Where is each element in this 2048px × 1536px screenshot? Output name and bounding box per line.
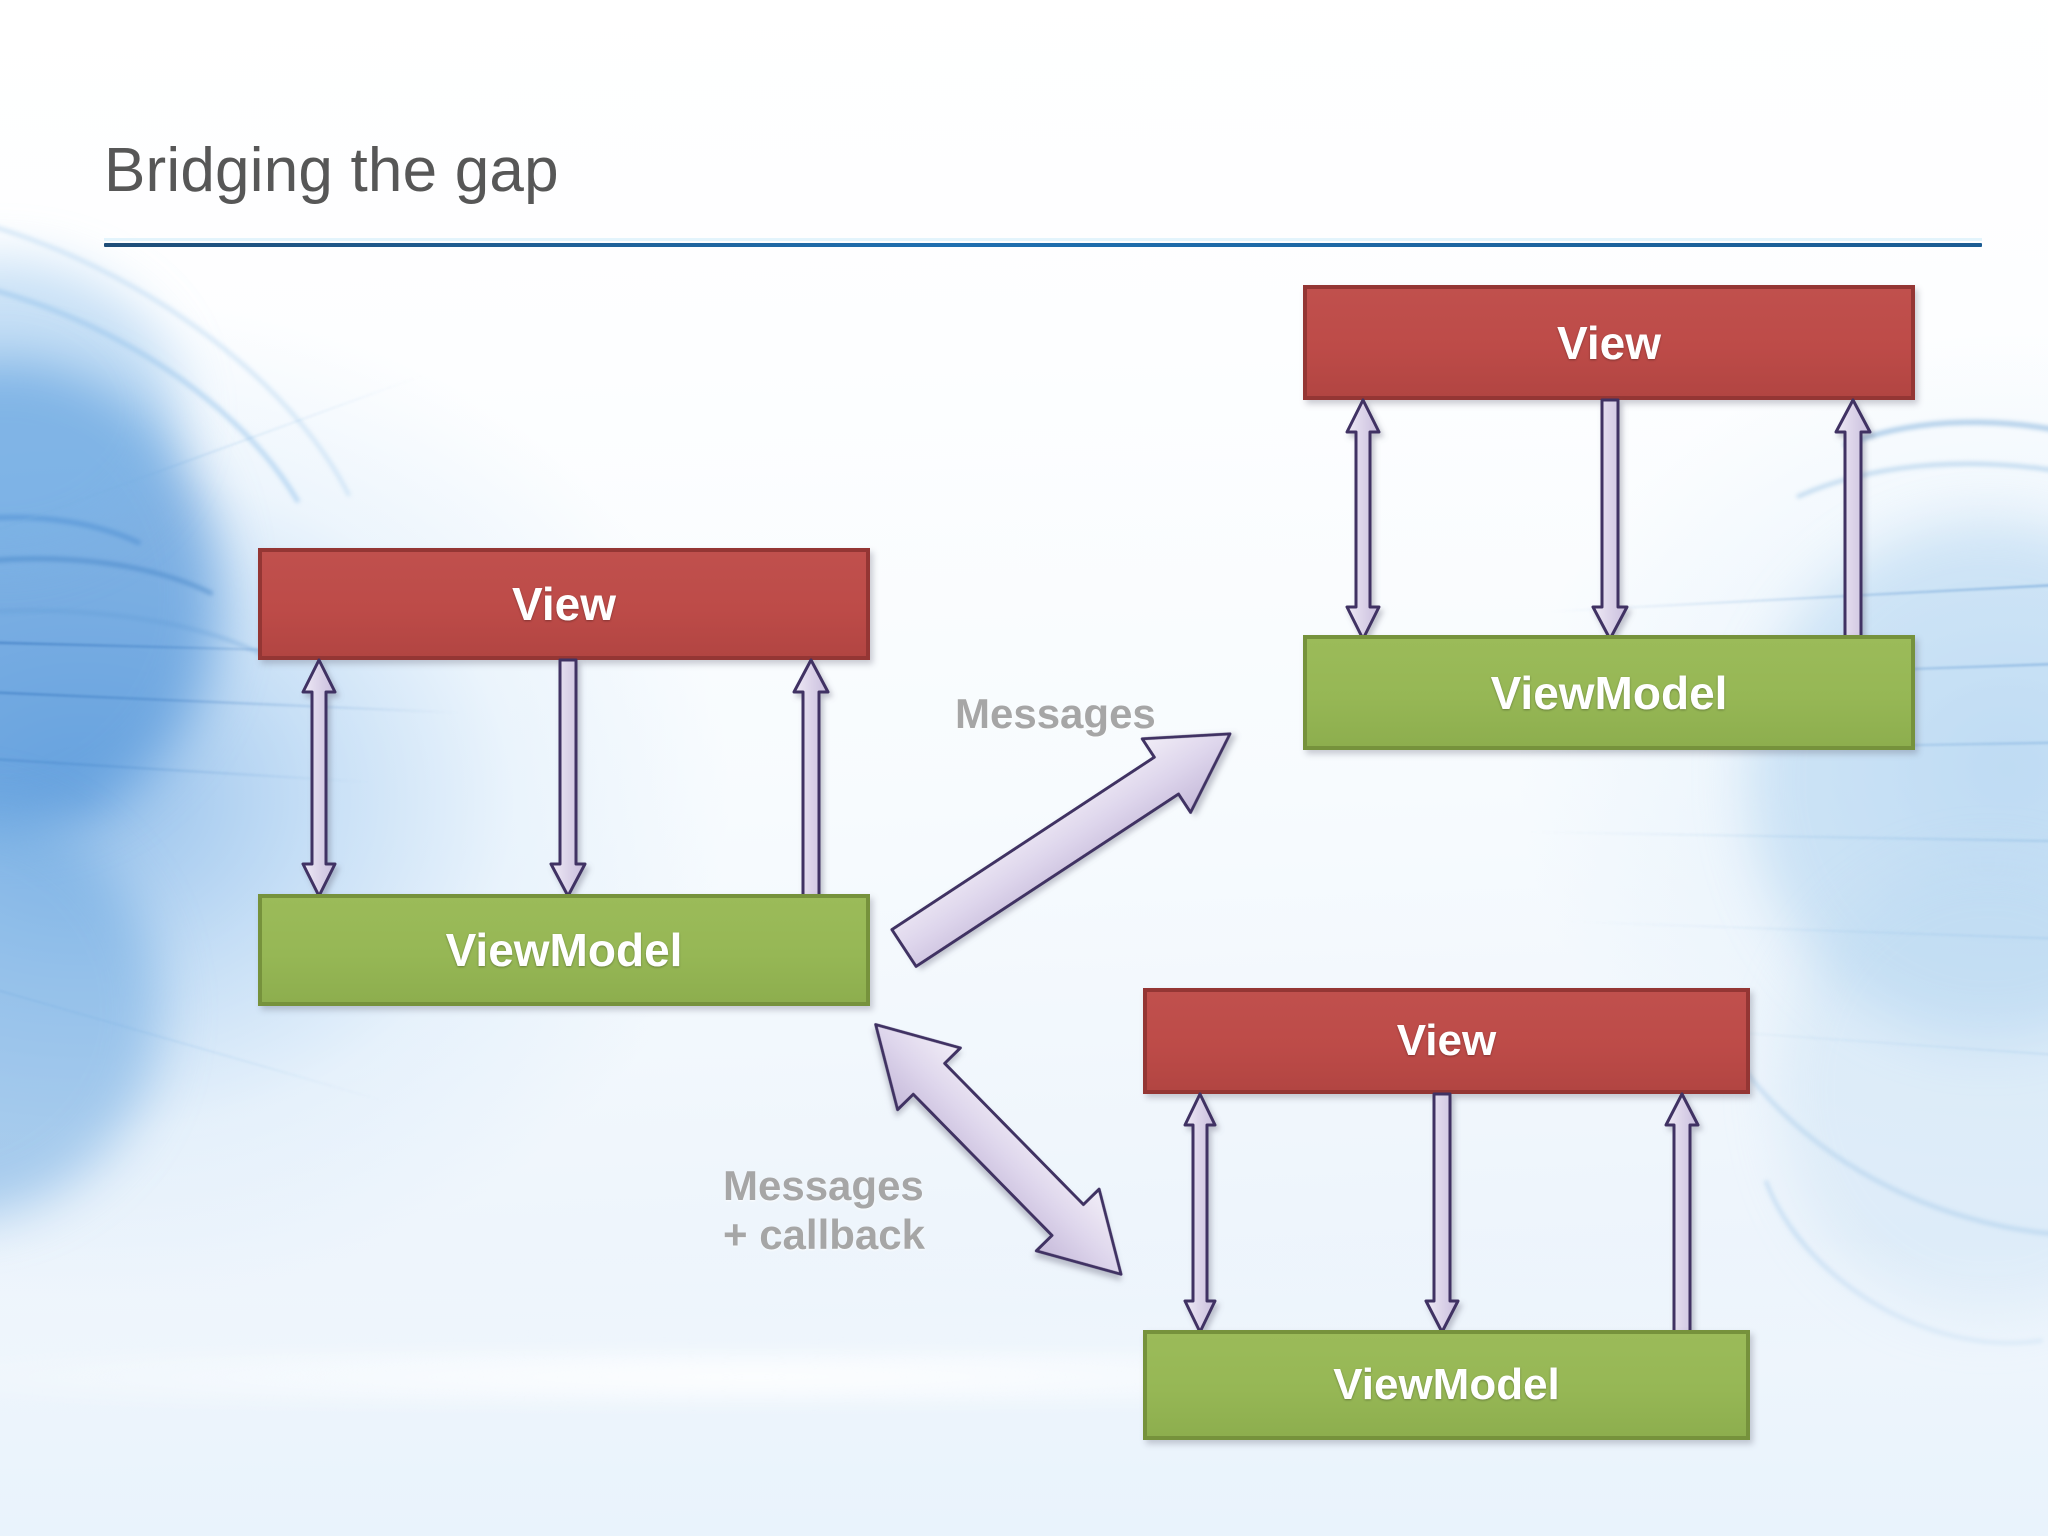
cluster-bottom-right-connector-up[interactable]	[1660, 1092, 1704, 1334]
edge-messages-arrow[interactable]	[890, 680, 1320, 970]
cluster-left-connector-up[interactable]	[788, 658, 834, 898]
cluster-left-view-box[interactable]: View	[258, 548, 870, 660]
edge-messages-callback-label-line-2: + callback	[723, 1210, 925, 1258]
cluster-bottom-right-connector-down[interactable]	[1420, 1092, 1464, 1334]
cluster-top-right-connector-bidirectional[interactable]	[1340, 398, 1386, 641]
cluster-left-view-label: View	[512, 578, 616, 630]
cluster-top-right-connector-down[interactable]	[1587, 398, 1633, 641]
cluster-bottom-right-viewmodel-label: ViewModel	[1333, 1360, 1560, 1409]
cluster-bottom-right-viewmodel-box[interactable]: ViewModel	[1143, 1330, 1750, 1440]
cluster-left-viewmodel-label: ViewModel	[445, 924, 683, 976]
cluster-left-viewmodel-box[interactable]: ViewModel	[258, 894, 870, 1006]
cluster-left-connector-down[interactable]	[545, 658, 591, 898]
cluster-top-right-viewmodel-box[interactable]: ViewModel	[1303, 635, 1915, 750]
page-title: Bridging the gap	[104, 136, 559, 205]
title-separator-rule	[104, 243, 1982, 247]
cluster-bottom-right-view-box[interactable]: View	[1143, 988, 1750, 1094]
cluster-top-right-view-box[interactable]: View	[1303, 285, 1915, 400]
edge-messages-callback-arrow[interactable]	[830, 1010, 1160, 1320]
edge-messages-callback-label-line-1: Messages	[723, 1162, 924, 1209]
cluster-left-connector-bidirectional[interactable]	[296, 658, 342, 898]
cluster-bottom-right-connector-bidirectional[interactable]	[1178, 1092, 1222, 1334]
edge-messages-callback-label: Messages+ callback	[723, 1162, 925, 1259]
cluster-top-right-view-label: View	[1557, 316, 1661, 369]
edge-messages-label: Messages	[955, 690, 1156, 737]
cluster-bottom-right-view-label: View	[1396, 1016, 1497, 1065]
cluster-top-right-viewmodel-label: ViewModel	[1490, 666, 1728, 719]
title-rule-glow	[104, 238, 1982, 241]
cluster-top-right-connector-up[interactable]	[1830, 398, 1876, 641]
